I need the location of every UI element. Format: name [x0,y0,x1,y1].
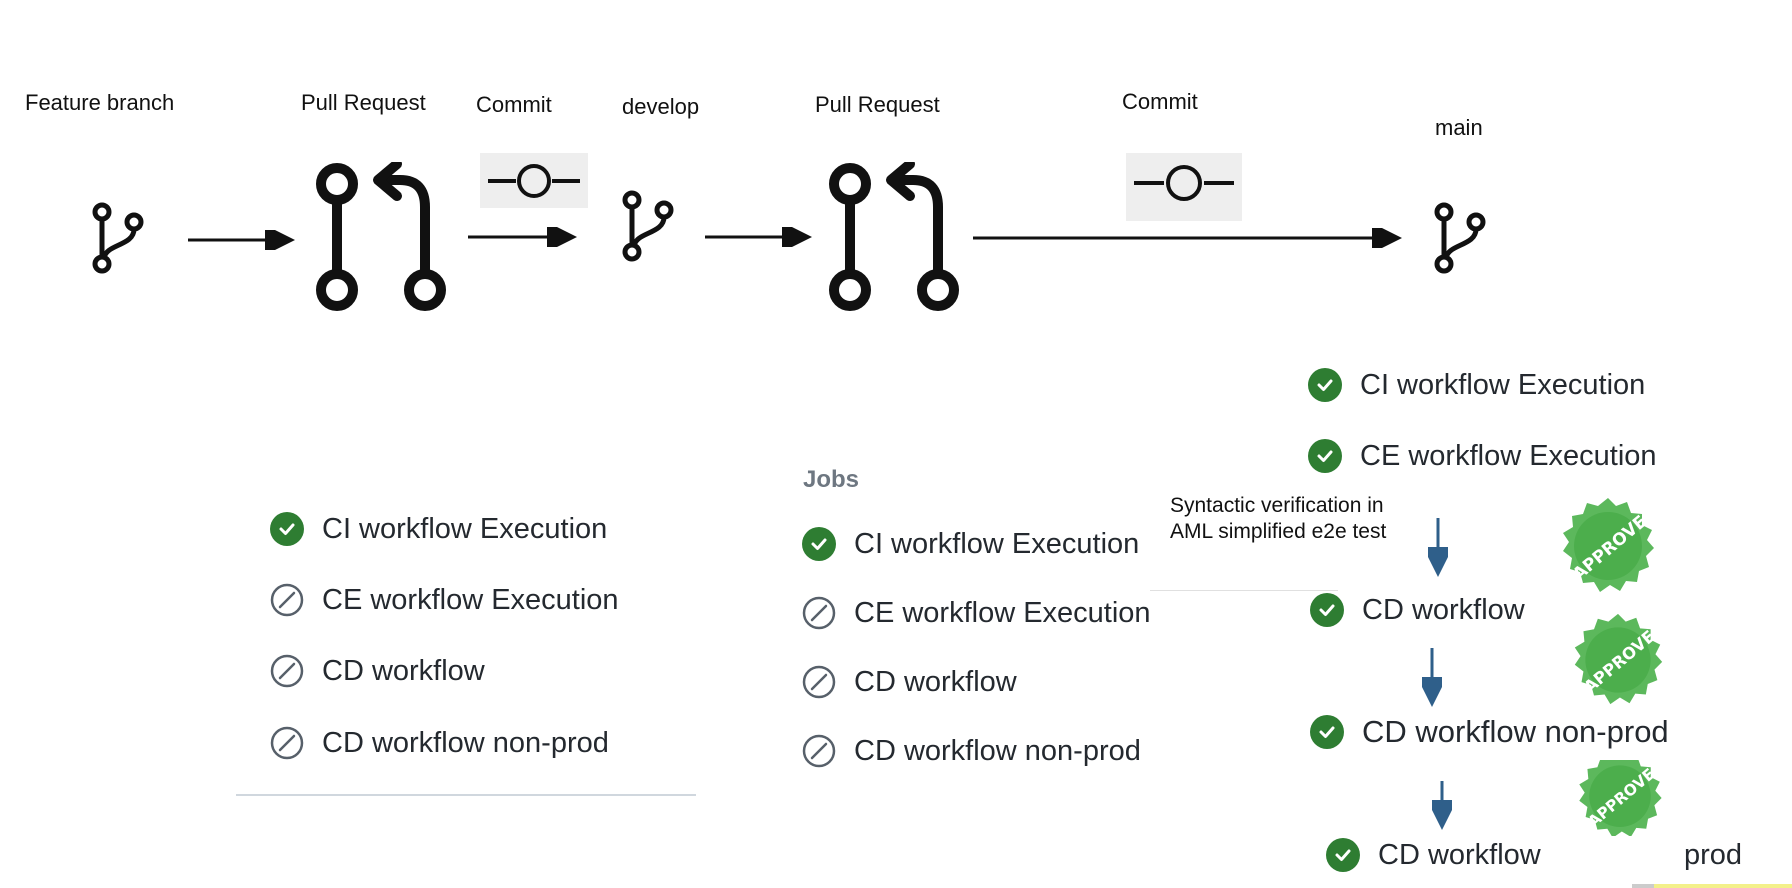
check-circle-icon [1308,439,1342,473]
commit-icon [480,153,588,208]
jobs-heading: Jobs [803,466,860,493]
job-row[interactable]: CD workflow non-prod [802,734,1141,768]
job-label: CI workflow Execution [1360,368,1646,401]
job-label: CD workflow non-prod [854,734,1141,767]
pull-request-icon [316,162,446,311]
feature-branch-icon [92,202,144,274]
job-row[interactable]: CE workflow Execution [1308,439,1657,473]
job-label: CD workflow [1362,593,1525,626]
flow-arrow [1428,518,1448,577]
check-circle-icon [270,512,304,546]
job-label: CD workflow [854,665,1017,698]
label-main: main [1435,115,1483,140]
skip-circle-icon [802,665,836,699]
flow-arrow [1432,781,1452,830]
pull-request-icon [829,162,959,311]
job-label: CD workflow non-prod [322,726,609,759]
note-line: Syntactic verification in [1170,494,1384,517]
job-row[interactable]: CE workflow Execution [270,583,619,617]
skip-circle-icon [802,734,836,768]
job-label: CD workflow [322,654,485,687]
job-label: CD workflow non-prod [1362,714,1669,749]
approve-badge-icon[interactable]: APPROVE [1558,496,1658,596]
job-row[interactable]: CI workflow Execution [1308,368,1645,402]
job-row[interactable]: CI workflow Execution [802,527,1139,561]
main-branch-icon [1434,202,1486,274]
job-label: CD workflow [1378,838,1541,871]
verification-note: Syntactic verification in AML simplified… [1170,493,1386,545]
arrow-commit-to-develop [468,227,577,247]
check-circle-icon [1310,715,1344,749]
panel-divider [236,794,696,796]
job-row[interactable]: CE workflow Execution [802,596,1151,630]
skip-circle-icon [270,583,304,617]
job-label: CI workflow Execution [322,512,608,545]
note-divider [1150,590,1338,591]
check-circle-icon [1326,838,1360,872]
job-row[interactable]: CD workflow [1310,593,1525,627]
skip-circle-icon [270,726,304,760]
job-label: CI workflow Execution [854,527,1140,560]
flow-arrow [1422,648,1442,707]
approve-badge-icon[interactable]: APPROVE [1574,760,1666,836]
label-commit-1: Commit [476,92,552,117]
job-label: CE workflow Execution [322,583,619,616]
check-circle-icon [1310,593,1344,627]
label-develop: develop [622,94,700,119]
approve-badge-icon[interactable]: APPROVE [1570,612,1666,708]
job-label-suffix: prod [1684,839,1743,871]
note-line: AML simplified e2e test [1170,520,1387,543]
job-row[interactable]: CD workflow non-prod [1310,714,1669,750]
decorative-strip [1632,884,1792,888]
check-circle-icon [1308,368,1342,402]
arrow-feature-to-pr [188,230,295,250]
job-row[interactable]: CD workflow non-prod [270,726,609,760]
job-label: CE workflow Execution [854,596,1151,629]
job-row[interactable]: CI workflow Execution [270,512,607,546]
develop-branch-icon [622,190,674,262]
skip-circle-icon [802,596,836,630]
skip-circle-icon [270,654,304,688]
label-pull-request-1: Pull Request [301,90,426,115]
arrow-pr-to-main [973,228,1402,248]
job-label: CE workflow Execution [1360,439,1657,472]
job-row[interactable]: CD workflow [1326,838,1541,872]
label-pull-request-2: Pull Request [815,92,940,117]
check-circle-icon [802,527,836,561]
label-commit-2: Commit [1122,89,1198,114]
label-feature-branch: Feature branch [25,90,175,115]
job-row[interactable]: CD workflow [270,654,485,688]
commit-icon [1126,153,1242,221]
arrow-develop-to-pr [705,227,812,247]
job-row[interactable]: CD workflow [802,665,1017,699]
